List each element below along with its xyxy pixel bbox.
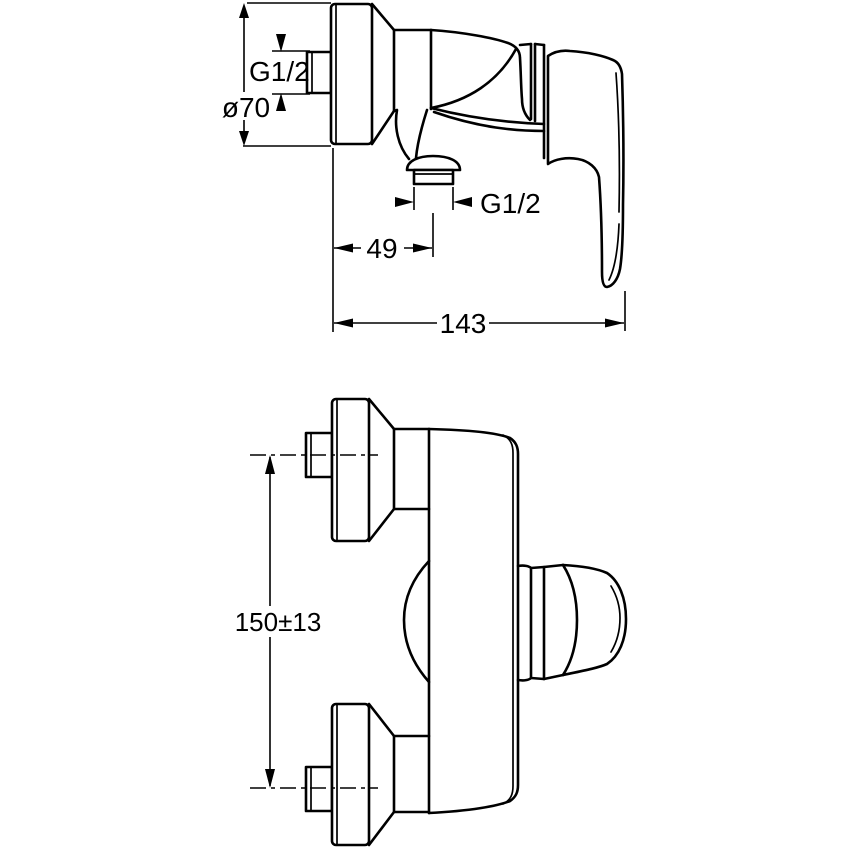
handle-barrel-edges: [542, 563, 565, 681]
inlet-nipple: [305, 50, 333, 95]
escutcheon-cone: [370, 2, 396, 146]
spout-outer-edge: [392, 108, 411, 161]
ext-lines: [413, 187, 454, 210]
body-underside-curve-2: [432, 110, 546, 133]
arrow-right: [413, 243, 432, 253]
handle-barrel-meridian: [561, 563, 579, 677]
outlet-offset-label: 49: [366, 233, 397, 264]
label-knockout: [235, 606, 323, 637]
spout-inner-edge: [414, 108, 429, 160]
ext-lines: [272, 50, 310, 95]
bottom-neck-lines: [392, 734, 431, 814]
arrow-up: [239, 3, 249, 18]
arrow-left: [334, 318, 353, 328]
bottom-inlet-nipple: [304, 765, 334, 813]
bottom-escutcheon-cone: [367, 702, 396, 847]
inlet-center-distance-label: 150±13: [235, 607, 322, 637]
label-knockout: [221, 92, 272, 120]
body-underside-curve-1: [429, 106, 546, 126]
handle-base-ring: [529, 565, 546, 681]
arrow-right: [605, 318, 624, 328]
cartridge-ring-connectors: [518, 42, 546, 47]
cartridge-ring-1: [529, 42, 537, 123]
overall-depth-label: 143: [440, 308, 487, 339]
handle-flares: [516, 564, 533, 682]
flange-diameter-label: ø70: [222, 92, 270, 123]
dim-inlet-thread: G1/2: [249, 34, 310, 111]
inlet-thread-label: G1/2: [249, 56, 310, 87]
top-neck-lines: [392, 427, 431, 511]
top-escutcheon-cone: [367, 397, 396, 543]
arrow-right: [395, 197, 414, 207]
side-view-faucet: [305, 2, 625, 289]
top-escutcheon-plate: [330, 397, 371, 543]
handle-knob-inner-arc: [610, 585, 621, 653]
side-view: ø70 G1/2 G1/2 49: [221, 2, 626, 339]
label-knockout: [361, 233, 404, 261]
arrow-down: [265, 769, 275, 788]
arrow-left: [453, 197, 472, 207]
front-view: 150±13: [235, 397, 628, 847]
arrow-down: [276, 34, 286, 52]
dim-outlet-offset: 49: [332, 148, 434, 332]
dim-inlet-center-distance: 150±13: [235, 454, 378, 789]
body-waist-bulge: [402, 559, 431, 684]
body-inner-contour: [502, 434, 514, 805]
dim-flange-diameter: ø70: [221, 2, 331, 147]
ext-lines: [243, 2, 331, 147]
escutcheon-plate: [329, 2, 374, 146]
arrow-up: [276, 93, 286, 111]
front-view-faucet: [304, 397, 628, 847]
body-dome-outline: [429, 28, 532, 122]
dim-overall-depth: 143: [334, 291, 626, 339]
bottom-escutcheon-plate: [330, 702, 371, 847]
body-outline: [427, 427, 520, 815]
arrow-down: [239, 131, 249, 146]
arrow-up: [265, 455, 275, 474]
outlet-cap: [405, 154, 462, 172]
lever-highlight-lines: [608, 72, 621, 281]
handle-knob: [561, 563, 628, 677]
dim-outlet-thread: G1/2: [395, 187, 541, 219]
lever-handle: [546, 49, 625, 289]
label-knockout: [437, 308, 489, 336]
outlet-body: [412, 168, 455, 186]
body-dome-rim-arc: [429, 47, 518, 110]
arrow-left: [334, 243, 353, 253]
outlet-thread-label: G1/2: [480, 188, 541, 219]
